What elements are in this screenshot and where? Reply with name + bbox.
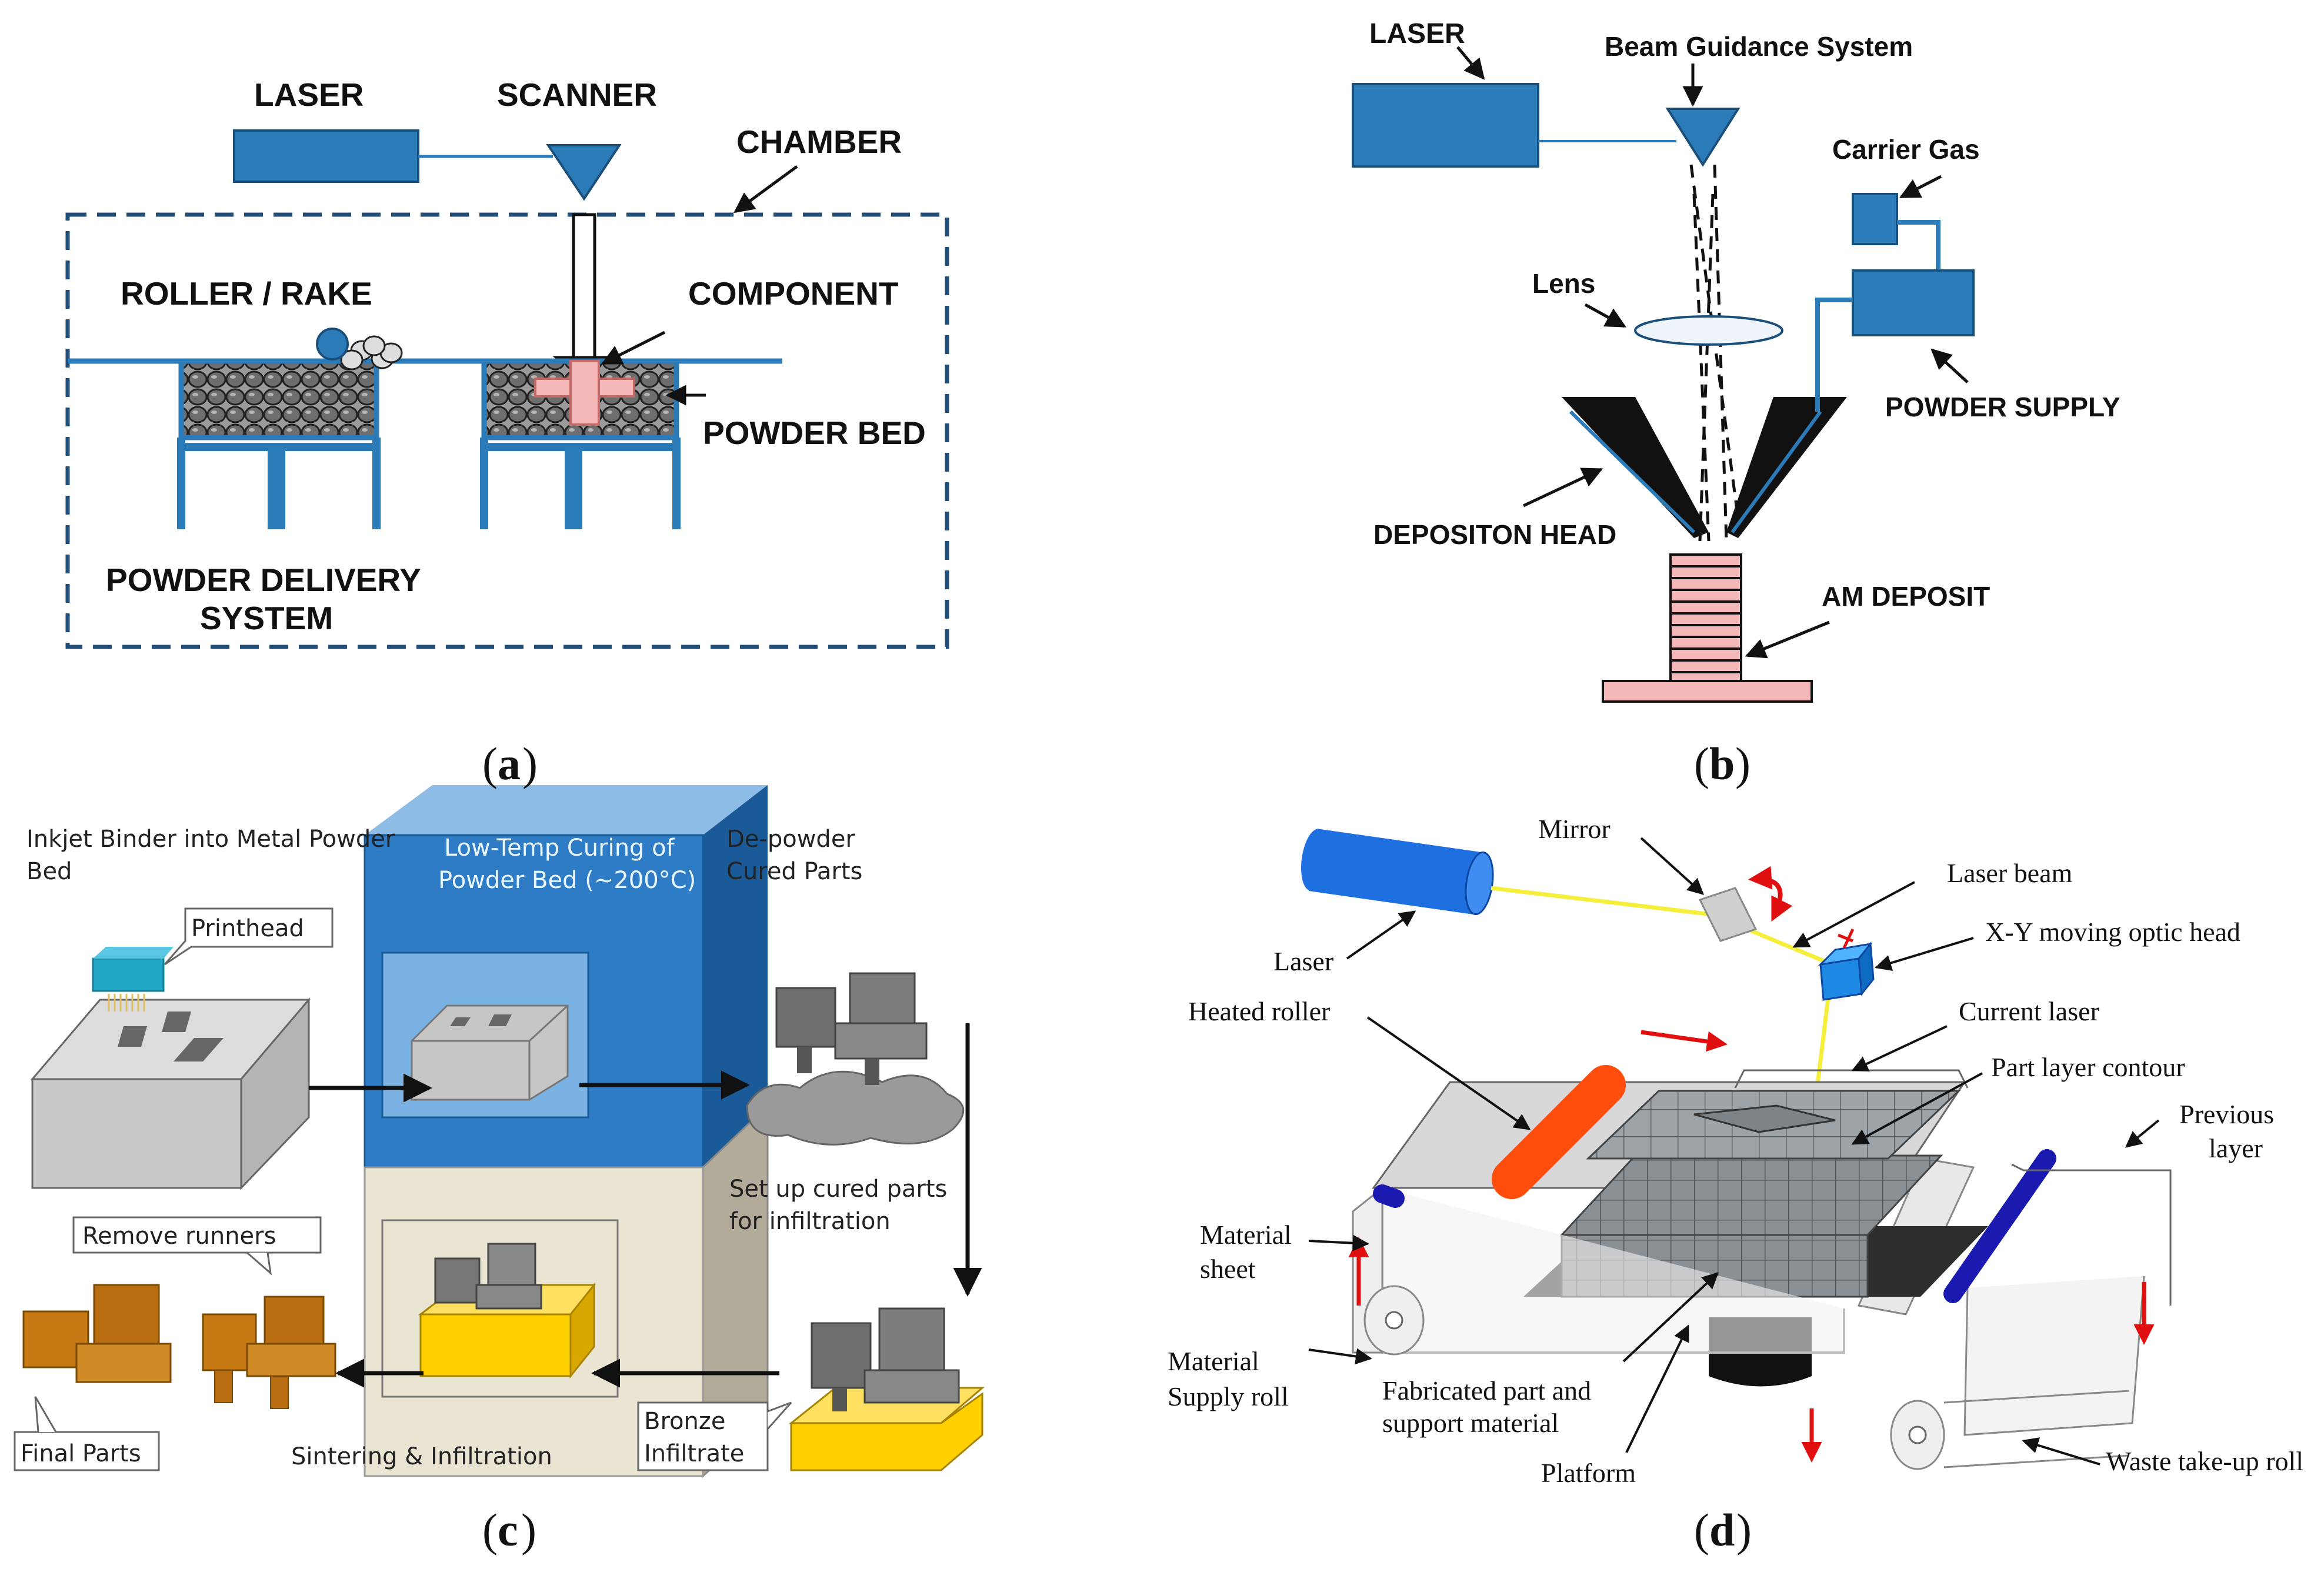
waste-label: Waste take-up roll bbox=[2106, 1446, 2303, 1476]
chamber-label: CHAMBER bbox=[736, 123, 902, 160]
material-supply-label-2: Supply roll bbox=[1168, 1381, 1289, 1411]
panel-d: Mirror Laser beam X-Y moving optic head … bbox=[1168, 814, 2303, 1488]
captions: ( a ) ( b ) ( c ) ( d ) bbox=[482, 738, 1752, 1555]
laser-label: LASER bbox=[254, 76, 364, 113]
platform-label: Platform bbox=[1541, 1458, 1636, 1488]
runner-parts bbox=[202, 1296, 336, 1409]
material-supply-roll bbox=[1352, 1186, 1425, 1356]
bronze-callout bbox=[637, 1401, 769, 1471]
printhead-callout bbox=[184, 907, 334, 948]
chamber-box bbox=[65, 212, 949, 649]
sintering-furnace bbox=[364, 1103, 769, 1478]
caption-b: b bbox=[1709, 738, 1735, 789]
beam-guidance-icon bbox=[1665, 108, 1741, 167]
laser-cylinder bbox=[1301, 829, 1494, 916]
caption-d-close: ) bbox=[1736, 1504, 1752, 1555]
xy-head-label: X-Y moving optic head bbox=[1985, 917, 2240, 947]
inkjet-label-2: Bed bbox=[26, 858, 72, 885]
mirror-label: Mirror bbox=[1538, 814, 1611, 844]
panel-a: LASER SCANNER CHAMBER ROLLER / RAKE COMP… bbox=[65, 76, 949, 649]
laser-label-b: LASER bbox=[1369, 18, 1465, 49]
caption-d: d bbox=[1709, 1504, 1735, 1555]
laser-box-b bbox=[1352, 83, 1539, 168]
scanner-label: SCANNER bbox=[497, 76, 657, 113]
beam-guidance-label: Beam Guidance System bbox=[1605, 31, 1913, 62]
depowder-label-1: De-powder bbox=[726, 826, 855, 853]
printhead-icon bbox=[92, 947, 174, 1012]
am-deposit bbox=[1602, 553, 1813, 703]
waste-takeup-roll bbox=[1890, 1276, 2145, 1470]
lens-label: Lens bbox=[1532, 268, 1595, 299]
printer-machine bbox=[30, 997, 311, 1190]
caption-a-close: ) bbox=[522, 738, 538, 789]
sintering-label: Sintering & Infiltration bbox=[291, 1443, 552, 1470]
component-label: COMPONENT bbox=[688, 275, 899, 312]
final-parts-callout bbox=[14, 1431, 160, 1471]
mirror-icon bbox=[1698, 887, 1758, 942]
powder-supply-box bbox=[1852, 269, 1975, 336]
caption-c-close: ) bbox=[521, 1504, 536, 1555]
inkjet-label-1: Inkjet Binder into Metal Powder bbox=[26, 826, 395, 853]
powder-bed-left bbox=[178, 358, 379, 440]
laser-label-d: Laser bbox=[1273, 946, 1333, 976]
right-guide-roller bbox=[1943, 1149, 2056, 1303]
caption-b-open: ( bbox=[1694, 738, 1709, 789]
scanner-icon bbox=[546, 144, 622, 201]
panel-c: Inkjet Binder into Metal Powder Bed Prin… bbox=[14, 785, 985, 1478]
caption-c: c bbox=[498, 1504, 518, 1555]
part-layer-label: Part layer contour bbox=[1991, 1052, 2185, 1082]
printhead-label: Printhead bbox=[191, 915, 304, 942]
carrier-gas-label: Carrier Gas bbox=[1832, 134, 1980, 165]
fabricated-label-1: Fabricated part and bbox=[1382, 1376, 1591, 1406]
setup-label-1: Set up cured parts bbox=[729, 1176, 947, 1203]
optic-head-icon bbox=[1818, 928, 1875, 1001]
deposition-head bbox=[1562, 397, 1709, 538]
final-parts-label: Final Parts bbox=[21, 1440, 141, 1467]
powder-bed-label: POWDER BED bbox=[703, 415, 926, 451]
curing-label-2: Powder Bed (~200°C) bbox=[438, 867, 696, 894]
material-sheet-label-2: sheet bbox=[1200, 1254, 1256, 1284]
rotation-arrow bbox=[1748, 866, 1793, 922]
laser-box bbox=[233, 129, 419, 183]
curing-oven bbox=[364, 785, 768, 1169]
bronze-label-1: Bronze bbox=[644, 1408, 725, 1435]
am-deposit-label: AM DEPOSIT bbox=[1822, 581, 1990, 612]
roller-label: ROLLER / RAKE bbox=[121, 275, 372, 312]
deposition-head-label: DEPOSITON HEAD bbox=[1373, 519, 1616, 550]
infiltrate-parts bbox=[788, 1307, 985, 1471]
caption-b-close: ) bbox=[1735, 738, 1750, 789]
delivery-label-1: POWDER DELIVERY bbox=[106, 562, 421, 598]
caption-a-open: ( bbox=[482, 738, 498, 789]
previous-label-1: Previous bbox=[2179, 1099, 2274, 1129]
beam-shaft bbox=[572, 213, 596, 360]
current-laser-label: Current laser bbox=[1959, 996, 2099, 1026]
caption-d-open: ( bbox=[1694, 1504, 1709, 1555]
delivery-label-2: SYSTEM bbox=[200, 600, 333, 636]
roller-icon bbox=[316, 328, 403, 370]
carrier-gas-box bbox=[1852, 193, 1898, 245]
setup-label-2: for infiltration bbox=[729, 1208, 891, 1235]
fabricated-label-2: support material bbox=[1382, 1408, 1559, 1438]
caption-a: a bbox=[498, 738, 521, 789]
heated-roller-label: Heated roller bbox=[1188, 996, 1330, 1026]
depowder-parts bbox=[746, 972, 965, 1146]
material-supply-label-1: Material bbox=[1168, 1346, 1259, 1376]
depowder-label-2: Cured Parts bbox=[726, 858, 862, 885]
panel-b: LASER Beam Guidance System Carrier Gas L… bbox=[1352, 18, 2120, 703]
heated-roller bbox=[1492, 1065, 1626, 1199]
runners-callout bbox=[72, 1216, 322, 1254]
curing-label-1: Low-Temp Curing of bbox=[444, 834, 675, 862]
left-guide-roller bbox=[1373, 1184, 1405, 1208]
material-sheet-label-1: Material bbox=[1200, 1220, 1292, 1250]
powder-supply-label: POWDER SUPPLY bbox=[1885, 392, 2120, 422]
remove-runners-label: Remove runners bbox=[82, 1223, 276, 1250]
bronze-label-2: Infiltrate bbox=[644, 1440, 744, 1467]
previous-label-2: layer bbox=[2209, 1133, 2263, 1163]
laser-beam-label: Laser beam bbox=[1947, 858, 2072, 888]
caption-c-open: ( bbox=[482, 1504, 498, 1555]
final-parts bbox=[22, 1284, 172, 1383]
lens-icon bbox=[1634, 315, 1783, 346]
